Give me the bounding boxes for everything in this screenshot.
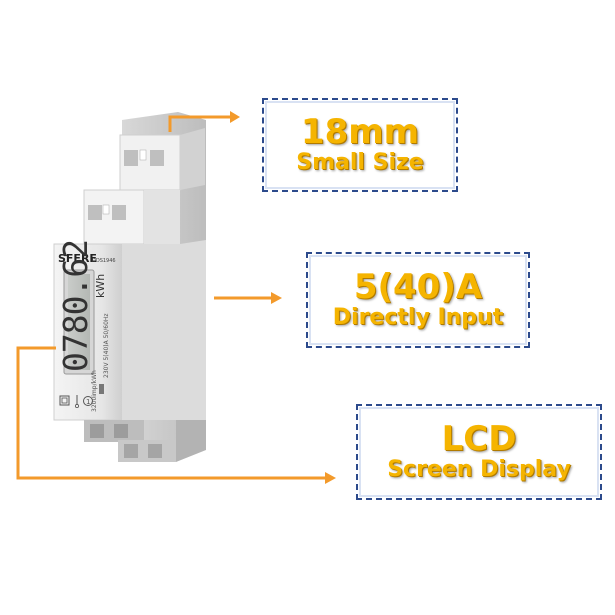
double-insulation-icon xyxy=(59,395,70,406)
brand-label: SFERE xyxy=(58,252,97,265)
callout-direct-input: 5(40)A Directly Input xyxy=(306,252,530,348)
callout-subtitle: Directly Input xyxy=(332,305,504,330)
lcd-reading: 0780.62 xyxy=(56,240,95,372)
svg-text:1: 1 xyxy=(86,398,90,406)
lcd-screen xyxy=(68,274,90,370)
callout-title: 5(40)A xyxy=(353,267,483,307)
callout-connectors xyxy=(16,111,336,484)
model-label: DDS1946 xyxy=(92,258,116,264)
rating-text: 230V 5(40)A 50/60Hz xyxy=(103,313,110,378)
callout-title: LCD xyxy=(441,419,517,459)
impulse-text: 3200imp/kWh xyxy=(91,370,98,412)
callout-subtitle: Small Size xyxy=(296,150,424,175)
callout-small-size: 18mm Small Size xyxy=(262,98,458,192)
callout-subtitle: Screen Display xyxy=(387,457,571,482)
lcd-unit: kWh xyxy=(94,274,107,298)
callout-title: 18mm xyxy=(300,112,420,152)
callout-lcd-display: LCD Screen Display xyxy=(356,404,602,500)
class-one-icon xyxy=(83,396,93,406)
